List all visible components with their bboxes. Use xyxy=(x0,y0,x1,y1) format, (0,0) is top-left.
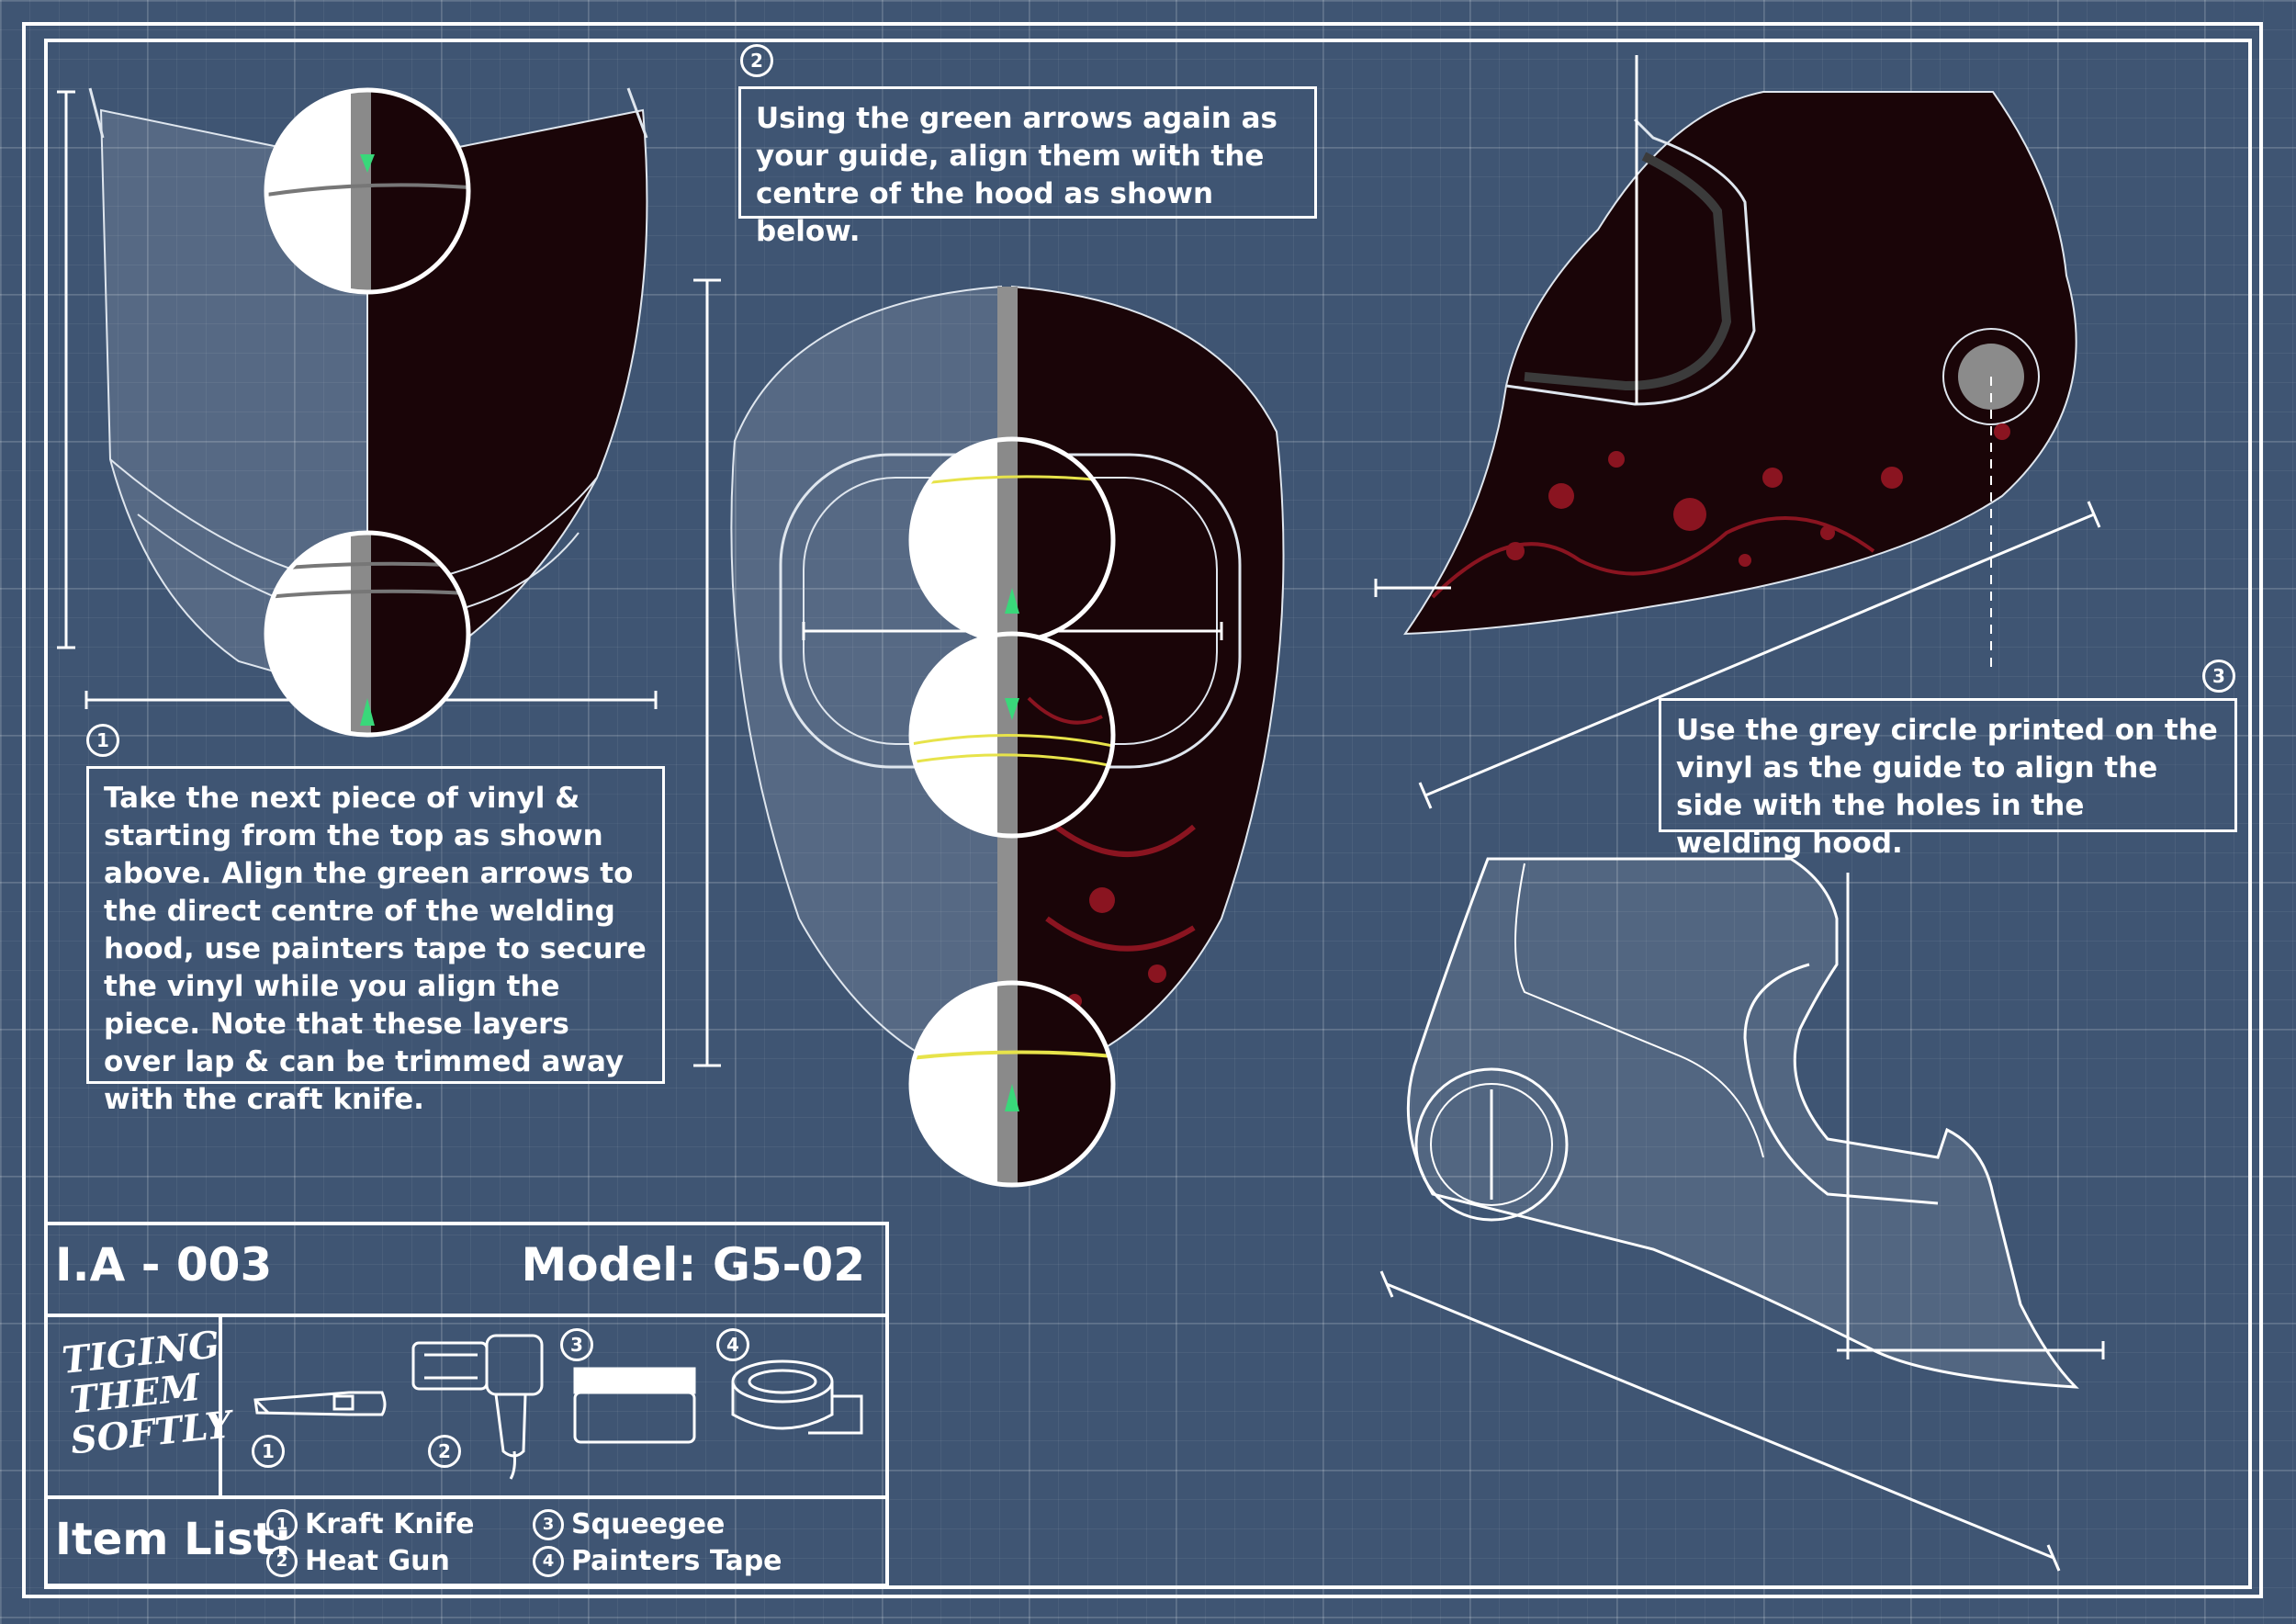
step-1-instructions: Take the next piece of vinyl & starting … xyxy=(86,766,665,1116)
model-number: Model: G5-02 xyxy=(521,1238,865,1291)
item-list-label: Item List: xyxy=(55,1514,292,1565)
front-dimension xyxy=(693,278,721,1067)
item-number: 4 xyxy=(533,1545,564,1577)
title-block: I.A - 003 Model: G5-02 TIGING THEM SOFTL… xyxy=(44,1222,889,1587)
item-label: Painters Tape xyxy=(571,1545,782,1577)
inner-frame xyxy=(44,39,2252,1589)
hood-side-view-vinyl xyxy=(1403,55,2077,671)
tool-3-number: 3 xyxy=(560,1328,593,1361)
instruction-code: I.A - 003 xyxy=(55,1238,273,1291)
outer-frame xyxy=(22,22,2263,1598)
brand-logo-cell: TIGING THEM SOFTLY xyxy=(48,1314,234,1495)
step-1-badge: 1 xyxy=(86,724,119,757)
magnifier-center-upper xyxy=(908,436,1116,644)
magnifier-top xyxy=(264,87,471,295)
magnifier-center-lower xyxy=(908,980,1116,1188)
item-painters-tape: 4 Painters Tape xyxy=(533,1545,782,1577)
item-label: Squeegee xyxy=(571,1508,726,1540)
side-view-dimensions xyxy=(1374,501,2101,809)
brand-logo: TIGING THEM SOFTLY xyxy=(60,1323,234,1463)
step-3-badge: 3 xyxy=(2202,660,2235,693)
item-label: Heat Gun xyxy=(305,1545,450,1577)
painters-tape-icon xyxy=(731,1359,863,1435)
tool-2-number: 2 xyxy=(428,1435,461,1468)
item-heat-gun: 2 Heat Gun xyxy=(266,1545,450,1577)
title-block-header: I.A - 003 Model: G5-02 xyxy=(48,1225,885,1317)
item-squeegee: 3 Squeegee xyxy=(533,1508,725,1540)
item-list: Item List: 1 Kraft Knife 2 Heat Gun 3 Sq… xyxy=(48,1495,885,1587)
kraft-knife-icon xyxy=(253,1391,387,1416)
magnifier-bottom xyxy=(264,530,471,738)
item-number: 2 xyxy=(266,1545,298,1577)
step-2-badge: 2 xyxy=(740,44,773,77)
hood-side-view-outline xyxy=(1406,857,2105,1389)
squeegee-icon xyxy=(573,1367,696,1444)
tool-4-number: 4 xyxy=(716,1328,749,1361)
step-2-instructions: Using the green arrows again as your gui… xyxy=(738,86,1317,248)
item-number: 3 xyxy=(533,1508,564,1540)
item-number: 1 xyxy=(266,1508,298,1540)
step-3-instructions: Use the grey circle printed on the vinyl… xyxy=(1659,698,2237,860)
tool-1-number: 1 xyxy=(252,1435,285,1468)
item-kraft-knife: 1 Kraft Knife xyxy=(266,1508,474,1540)
heat-gun-icon xyxy=(411,1334,544,1480)
outline-dimension xyxy=(1379,1270,2061,1572)
magnifier-center-middle xyxy=(908,631,1116,839)
item-label: Kraft Knife xyxy=(305,1508,475,1540)
